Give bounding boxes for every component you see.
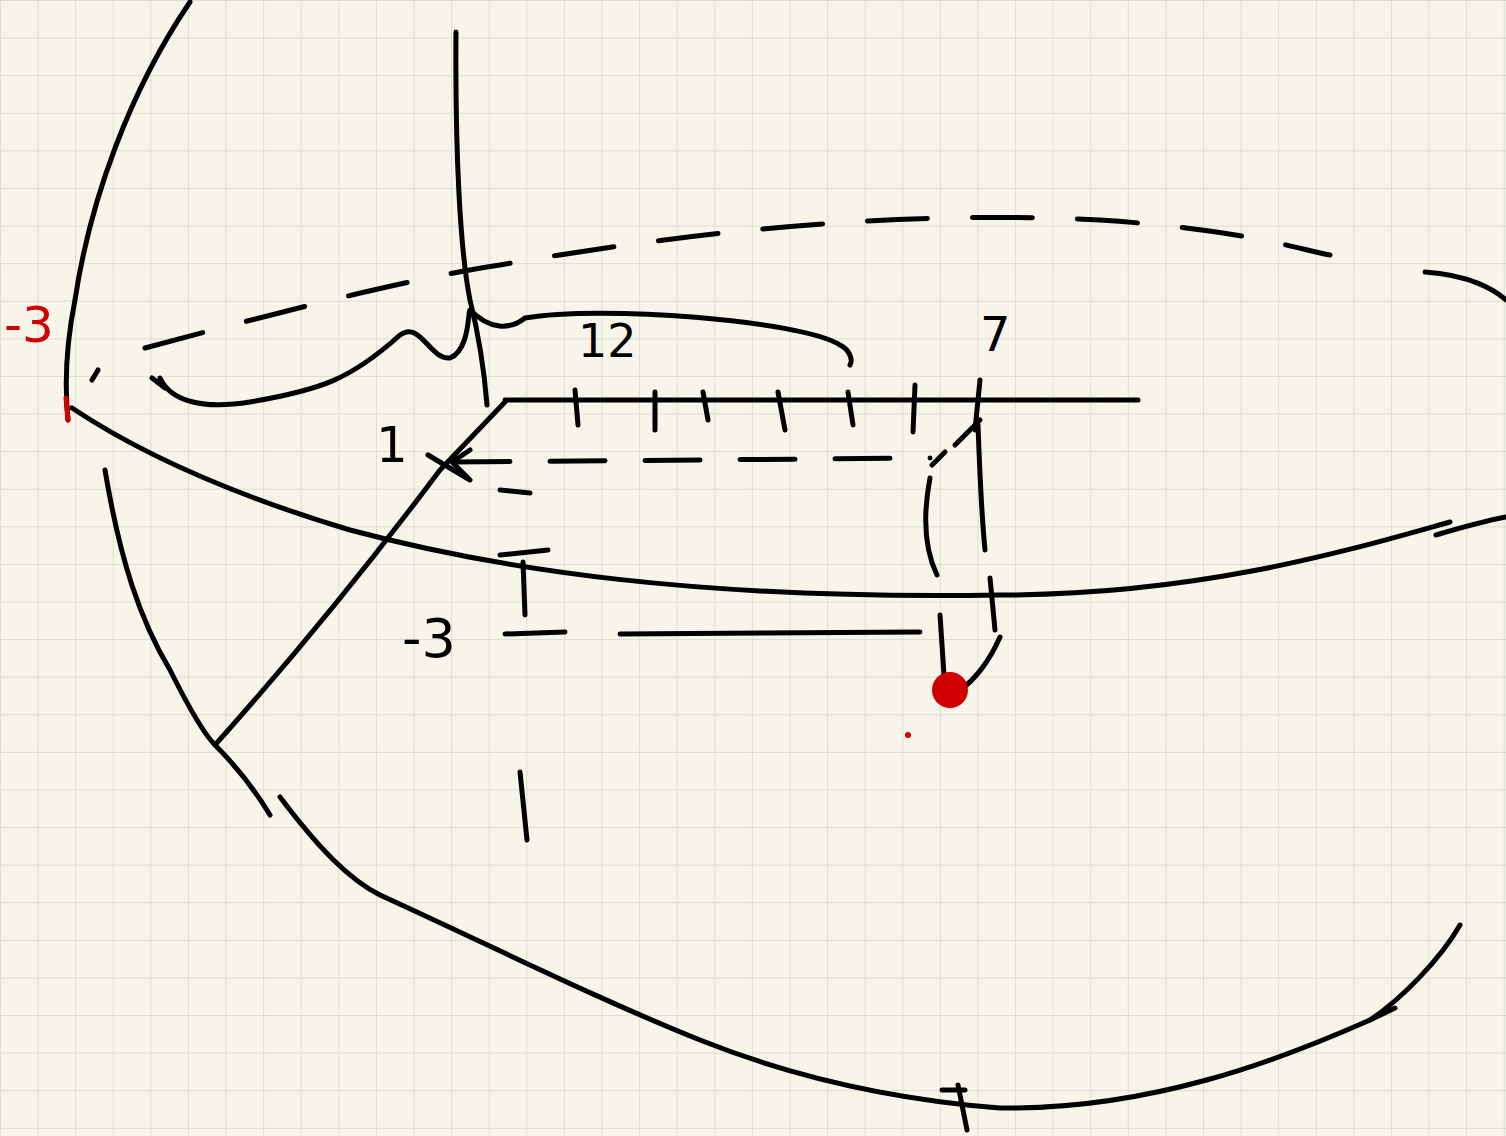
bracket-curve bbox=[160, 310, 851, 405]
projection-dash bbox=[932, 420, 980, 465]
tick-mark bbox=[92, 370, 1395, 1130]
red-mark bbox=[66, 398, 68, 420]
sphere-outline bbox=[280, 797, 1460, 1108]
y-axis bbox=[215, 402, 505, 745]
back-ellipse bbox=[145, 217, 1330, 348]
sketch-strokes bbox=[66, 2, 1506, 1130]
projection-dash bbox=[455, 458, 930, 462]
axis-label: 1 bbox=[376, 420, 408, 470]
red-dot bbox=[905, 732, 911, 738]
axis-label: -3 bbox=[4, 300, 54, 350]
x-axis bbox=[505, 398, 1138, 403]
projection-line bbox=[926, 425, 1000, 690]
back-ellipse bbox=[1425, 272, 1506, 300]
projection-line bbox=[505, 632, 920, 634]
axis-label: 7 bbox=[980, 310, 1011, 358]
sphere-outline bbox=[66, 2, 190, 420]
sphere-outline bbox=[105, 470, 270, 815]
axis-ticks bbox=[575, 380, 980, 432]
equator bbox=[1436, 517, 1506, 535]
axis-label: 12 bbox=[578, 318, 637, 364]
point-marker bbox=[932, 672, 968, 708]
equator bbox=[72, 408, 1450, 596]
axis-label: -3 bbox=[402, 612, 456, 666]
